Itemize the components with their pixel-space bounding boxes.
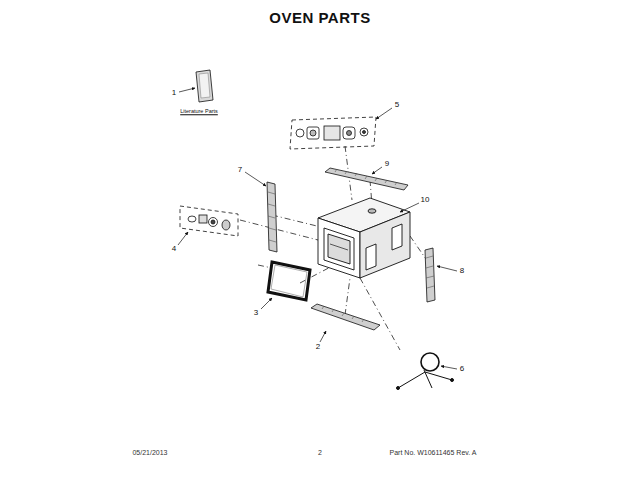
right-trim-strip [425, 248, 435, 302]
footer-date: 05/21/2013 [132, 449, 167, 456]
page-number: 2 [318, 449, 322, 456]
wire-harness [397, 353, 454, 390]
part-name: Literature Parts [180, 109, 218, 115]
callout-number: 7 [238, 166, 242, 174]
door-gasket [268, 262, 310, 300]
callout-number: 5 [395, 101, 399, 109]
oven-cavity-box [318, 198, 410, 278]
part-number: Part No. W10611465 Rev. A [390, 449, 477, 456]
page-title: OVEN PARTS [269, 10, 370, 25]
callout-number: 1 [172, 89, 176, 97]
callout-number: 6 [460, 365, 464, 373]
left-trim-strip [267, 182, 277, 252]
callout-number: 3 [254, 309, 258, 317]
callout-number: 10 [421, 196, 430, 204]
literature-booklet [196, 70, 213, 102]
control-parts-group [290, 117, 376, 149]
bottom-trim-strip [311, 304, 380, 330]
top-trim-strip [325, 168, 408, 190]
knob-parts-group [180, 206, 238, 236]
callout-number: 9 [385, 160, 389, 168]
leader-lines [178, 88, 457, 369]
callout-number: 4 [172, 245, 176, 253]
callout-number: 8 [460, 267, 464, 275]
callout-number: 2 [316, 343, 320, 351]
assembly-lines [240, 146, 428, 350]
